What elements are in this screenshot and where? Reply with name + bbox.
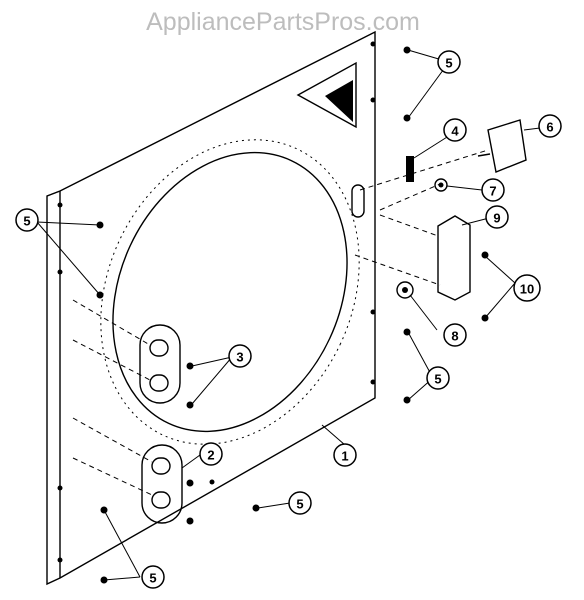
leader-lines [36,49,541,581]
callout-2: 2 [199,442,223,466]
callout-6: 6 [538,114,562,138]
callout-10: 10 [513,274,541,302]
callout-5-left-upper: 5 [15,208,39,232]
callout-label: 3 [236,350,243,365]
callout-7: 7 [481,178,505,202]
callout-label: 5 [23,214,30,229]
door-opening [100,139,360,445]
screw-icon [481,251,489,259]
vent-cutout [296,61,357,129]
screw-icon [403,396,411,404]
callout-label: 7 [489,184,496,199]
callout-label: 6 [546,120,553,135]
nut-icon [396,281,414,299]
screw-icon [403,46,411,54]
front-panel [46,30,376,586]
callout-label: 10 [520,282,534,297]
door-switch-parts [351,119,527,301]
callout-8: 8 [443,323,467,347]
washer-icon [434,178,448,192]
callout-9: 9 [485,205,509,229]
switch-slot [351,184,365,218]
callout-5-bottom-left: 5 [141,565,165,589]
callout-4: 4 [443,118,467,142]
callout-label: 2 [207,448,214,463]
screw-icon [252,504,260,512]
assembly-lines [72,149,489,496]
lower-slot-plate [141,444,183,524]
callout-5-right-top: 5 [437,50,461,74]
bracket-icon [437,215,471,301]
callout-5-bottom-mid: 5 [288,491,312,515]
screw-icon [186,517,194,525]
callout-label: 5 [434,372,441,387]
spring-icon [406,156,414,182]
callout-label: 5 [445,56,452,71]
switch-icon [487,119,527,173]
upper-slot-plate [139,324,181,404]
watermark-text: AppliancePartsPros.com [146,8,420,36]
screw-icon [186,362,194,370]
panel-holes [57,41,376,563]
screw-icon [186,401,194,409]
callout-label: 9 [493,211,500,226]
callout-label: 1 [341,449,348,464]
callout-label: 4 [451,124,459,139]
callout-label: 5 [296,497,303,512]
callout-label: 5 [149,571,156,586]
callout-5-right-lower: 5 [426,366,450,390]
screw-icon [186,479,194,487]
callout-3: 3 [228,344,252,368]
callout-1: 1 [333,443,357,467]
callout-label: 8 [451,329,458,344]
